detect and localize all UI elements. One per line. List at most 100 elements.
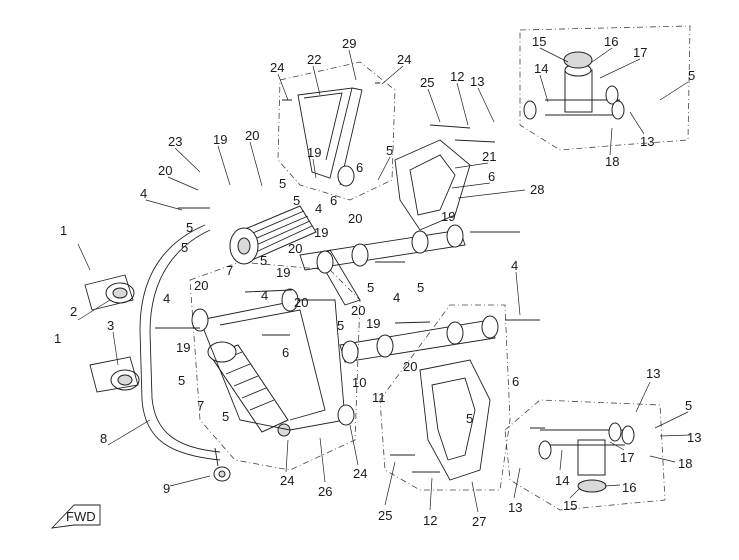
callout-13-lower: 13 bbox=[508, 500, 522, 515]
callout-19-d: 19 bbox=[314, 225, 328, 240]
knuckle-group-outline bbox=[379, 304, 511, 491]
upper-knuckle bbox=[394, 139, 471, 231]
callout-5-a: 5 bbox=[386, 143, 393, 158]
callout-20-h: 20 bbox=[403, 359, 417, 374]
callout-2: 2 bbox=[70, 304, 77, 319]
callout-18-lower: 18 bbox=[678, 456, 692, 471]
callout-20-b: 20 bbox=[158, 163, 172, 178]
callout-29: 29 bbox=[342, 36, 356, 51]
upper-arm-group-outline bbox=[277, 61, 396, 201]
lower-right-hub bbox=[538, 422, 635, 493]
lower-center-arm bbox=[339, 315, 499, 364]
callout-20-e: 20 bbox=[194, 278, 208, 293]
lower-a-arm bbox=[191, 288, 355, 431]
callout-19-f: 19 bbox=[176, 340, 190, 355]
bar-bracket-lower bbox=[89, 356, 140, 393]
callout-4-d: 4 bbox=[261, 288, 268, 303]
callout-24-lower-left: 24 bbox=[280, 473, 294, 488]
callout-21: 21 bbox=[482, 149, 496, 164]
callout-15-upper: 15 bbox=[532, 34, 546, 49]
callout-14-upper: 14 bbox=[534, 61, 548, 76]
callout-5-h: 5 bbox=[337, 318, 344, 333]
callout-24-upper: 24 bbox=[270, 60, 284, 75]
callout-5-g: 5 bbox=[417, 280, 424, 295]
stabilizer-bar-inner bbox=[149, 229, 221, 453]
upper-right-hub-group-outline bbox=[519, 25, 691, 151]
callout-5-j: 5 bbox=[222, 409, 229, 424]
callout-13-lower-far-right: 13 bbox=[687, 430, 701, 445]
callout-25-lower: 25 bbox=[378, 508, 392, 523]
callout-16-lower: 16 bbox=[622, 480, 636, 495]
forward-arrow-label: FWD bbox=[66, 509, 96, 524]
upper-a-arm bbox=[297, 87, 363, 187]
callout-1-lower: 1 bbox=[54, 331, 61, 346]
callout-4-e: 4 bbox=[393, 290, 400, 305]
callout-labels: 29 22 24 24 25 12 13 15 16 17 14 5 13 18… bbox=[54, 34, 701, 529]
callout-4-a: 4 bbox=[140, 186, 147, 201]
callout-1-upper: 1 bbox=[60, 223, 67, 238]
callout-24-lower: 24 bbox=[353, 466, 367, 481]
callout-25-upper: 25 bbox=[420, 75, 434, 90]
callout-10: 10 bbox=[352, 375, 366, 390]
callout-28: 28 bbox=[530, 182, 544, 197]
callout-22: 22 bbox=[307, 52, 321, 67]
callout-5-c: 5 bbox=[293, 193, 300, 208]
callout-20-d: 20 bbox=[288, 241, 302, 256]
forward-arrow: FWD bbox=[50, 504, 101, 529]
callout-4-c: 4 bbox=[163, 291, 170, 306]
callout-15-lower: 15 bbox=[563, 498, 577, 513]
callout-5-d: 5 bbox=[186, 220, 193, 235]
callout-20-a: 20 bbox=[245, 128, 259, 143]
callout-4-b: 4 bbox=[315, 201, 322, 216]
callout-19-e: 19 bbox=[276, 265, 290, 280]
callout-6-c: 6 bbox=[330, 193, 337, 208]
callout-11: 11 bbox=[372, 390, 386, 405]
callout-19-c: 19 bbox=[441, 209, 455, 224]
callout-5-upper-right: 5 bbox=[688, 68, 695, 83]
callout-19-g: 19 bbox=[366, 316, 380, 331]
callout-14-lower: 14 bbox=[555, 473, 569, 488]
callout-6-a: 6 bbox=[356, 160, 363, 175]
callout-7-upper: 7 bbox=[226, 263, 233, 278]
callout-9: 9 bbox=[163, 481, 170, 496]
callout-26: 26 bbox=[318, 484, 332, 499]
callout-5-f: 5 bbox=[367, 280, 374, 295]
callout-5-e: 5 bbox=[260, 253, 267, 268]
callout-5-i: 5 bbox=[178, 373, 185, 388]
lower-arm-group-outline bbox=[189, 261, 361, 471]
callout-8: 8 bbox=[100, 431, 107, 446]
group-28-leader bbox=[457, 189, 526, 199]
lower-knuckle bbox=[419, 359, 491, 481]
stabilizer-end-link bbox=[213, 447, 231, 482]
callout-5-l: 5 bbox=[466, 411, 473, 426]
callout-13-upper: 13 bbox=[470, 74, 484, 89]
callout-19-a: 19 bbox=[213, 132, 227, 147]
callout-13-upper-right: 13 bbox=[640, 134, 654, 149]
callout-5-lower-right: 5 bbox=[685, 398, 692, 413]
callout-20-g: 20 bbox=[351, 303, 365, 318]
callout-12-upper: 12 bbox=[450, 69, 464, 84]
leader-lines bbox=[77, 47, 691, 513]
callout-16-upper: 16 bbox=[604, 34, 618, 49]
upper-right-hub bbox=[523, 51, 625, 120]
callout-18-upper: 18 bbox=[605, 154, 619, 169]
callout-27: 27 bbox=[472, 514, 486, 529]
callout-7-lower: 7 bbox=[197, 398, 204, 413]
callout-13-lower-right: 13 bbox=[646, 366, 660, 381]
lower-right-hub-group-outline bbox=[504, 399, 666, 511]
callout-23: 23 bbox=[168, 134, 182, 149]
upper-shock-absorber bbox=[229, 205, 317, 265]
callout-4-f: 4 bbox=[511, 258, 518, 273]
callout-19-b: 19 bbox=[307, 145, 321, 160]
center-upper-arm bbox=[299, 224, 466, 306]
callout-17-lower: 17 bbox=[620, 450, 634, 465]
callout-3: 3 bbox=[107, 318, 114, 333]
callout-6-b: 6 bbox=[488, 169, 495, 184]
callout-5-b: 5 bbox=[279, 176, 286, 191]
bar-bracket-upper bbox=[84, 274, 135, 311]
callout-24-upper-right: 24 bbox=[397, 52, 411, 67]
callout-17-upper: 17 bbox=[633, 45, 647, 60]
lower-shock-absorber bbox=[207, 341, 291, 437]
